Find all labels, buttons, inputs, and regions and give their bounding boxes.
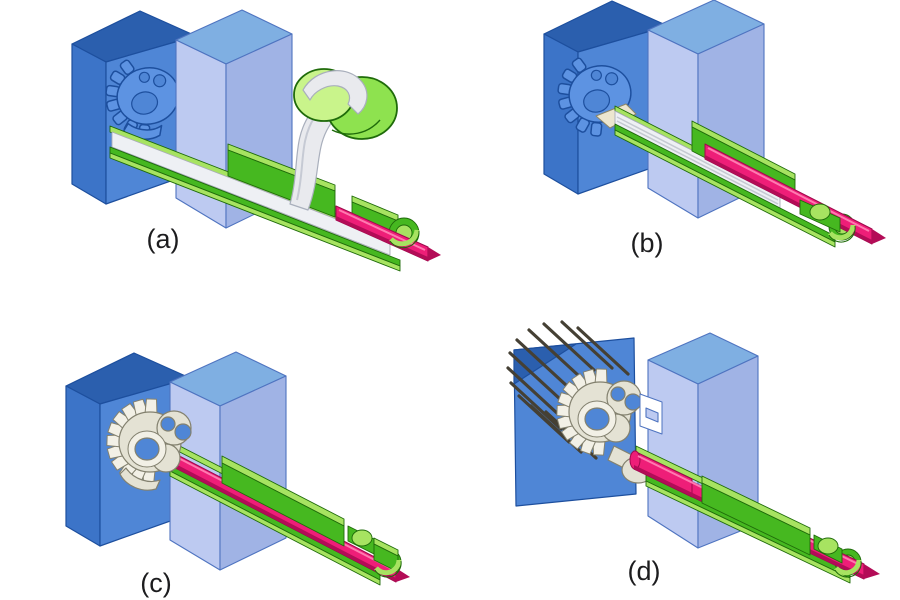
rail-ring-lip bbox=[374, 559, 402, 576]
rail-ring-lip bbox=[389, 229, 420, 247]
rail-ring-lip bbox=[828, 224, 856, 241]
silver-gear bbox=[106, 398, 192, 491]
panel-a-drawing: (a) bbox=[71, 9, 441, 272]
panel-c-label: (c) bbox=[140, 568, 171, 598]
gear-with-pins bbox=[506, 320, 655, 484]
panel-b-drawing: (b) bbox=[543, 0, 886, 258]
rail-blocks-front bbox=[701, 475, 843, 564]
rail-blocks-front bbox=[221, 455, 399, 573]
panel-a: (a) bbox=[0, 0, 450, 300]
panel-c-drawing: (c) bbox=[65, 351, 410, 598]
rail-ring-lip bbox=[834, 559, 862, 576]
panel-d-label: (d) bbox=[628, 556, 661, 586]
panel-d-drawing: (d) bbox=[506, 320, 880, 586]
panel-c: (c) bbox=[0, 300, 450, 600]
panel-d: (d) bbox=[450, 300, 900, 600]
panel-b-label: (b) bbox=[631, 228, 664, 258]
pillar-notch bbox=[639, 393, 663, 435]
rail-saddle bbox=[799, 199, 841, 233]
guide-rail bbox=[109, 125, 420, 272]
panel-b: (b) bbox=[450, 0, 900, 300]
panel-a-label: (a) bbox=[147, 224, 180, 254]
green-loop bbox=[293, 68, 398, 140]
